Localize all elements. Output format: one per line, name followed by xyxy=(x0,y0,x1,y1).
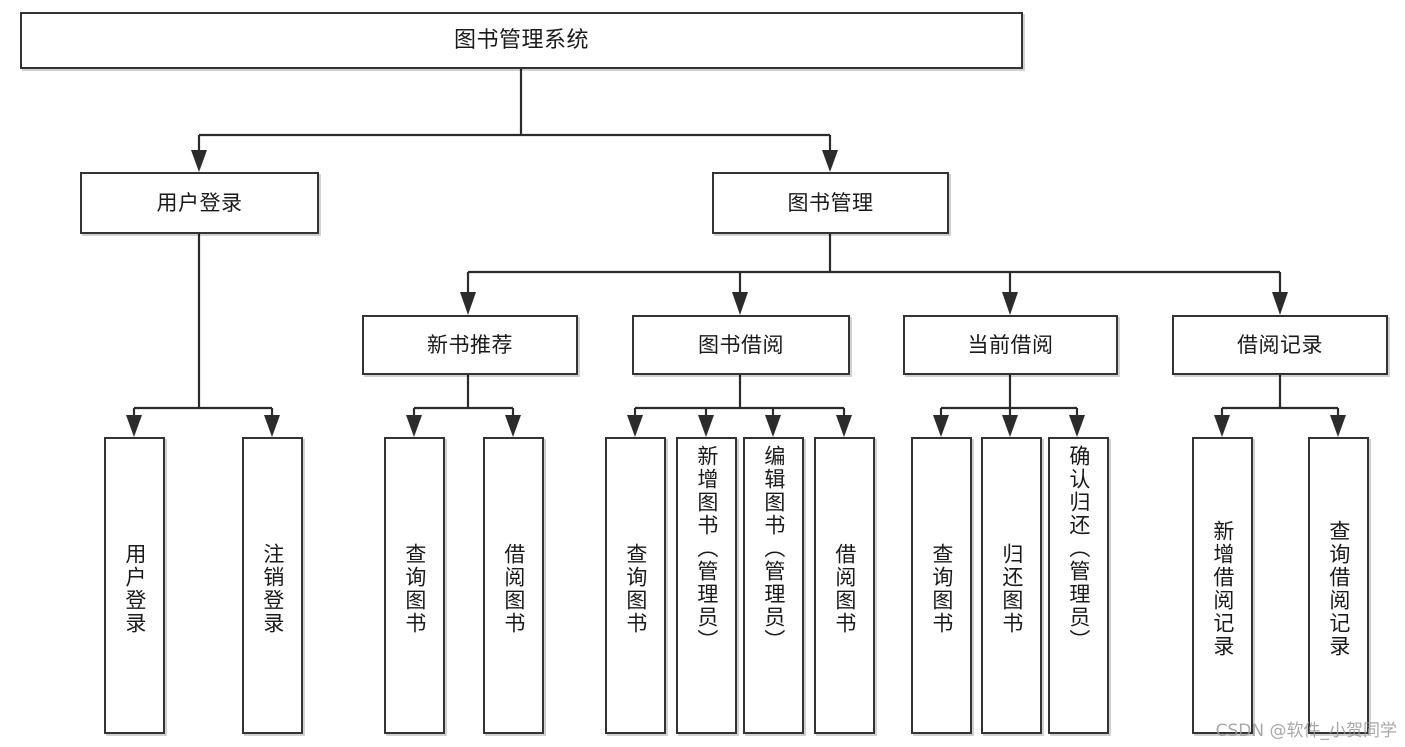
node-leaf-borrow-book-1-label: 借阅图书 xyxy=(501,542,526,635)
node-leaf-query-book-3-label: 查询图书 xyxy=(929,542,954,635)
node-leaf-confirm-return[interactable]: 确认归还（管理员） xyxy=(1048,437,1109,734)
node-user-login-label: 用户登录 xyxy=(156,190,243,215)
node-current-borrow-label: 当前借阅 xyxy=(967,332,1054,357)
node-root-label: 图书管理系统 xyxy=(453,27,589,53)
node-new-book-recommend[interactable]: 新书推荐 xyxy=(362,315,578,375)
node-borrow-record-label: 借阅记录 xyxy=(1237,332,1323,357)
watermark: CSDN @软件_小贺同学 xyxy=(1215,721,1397,741)
node-leaf-query-book-2-label: 查询图书 xyxy=(623,542,648,635)
node-leaf-query-record-label: 查询借阅记录 xyxy=(1326,519,1351,658)
node-leaf-confirm-return-label: 确认归还（管理员） xyxy=(1066,445,1091,652)
node-leaf-user-login-label: 用户登录 xyxy=(122,542,147,635)
node-leaf-borrow-book-2[interactable]: 借阅图书 xyxy=(814,437,875,734)
node-leaf-query-record[interactable]: 查询借阅记录 xyxy=(1308,437,1369,734)
node-user-login[interactable]: 用户登录 xyxy=(80,172,319,234)
node-borrow-record[interactable]: 借阅记录 xyxy=(1172,315,1388,375)
node-new-book-recommend-label: 新书推荐 xyxy=(427,332,513,357)
node-leaf-query-book-3[interactable]: 查询图书 xyxy=(911,437,972,734)
node-book-borrow[interactable]: 图书借阅 xyxy=(632,315,850,375)
node-leaf-query-book-1-label: 查询图书 xyxy=(402,542,427,635)
node-leaf-return-book[interactable]: 归还图书 xyxy=(981,437,1042,734)
node-leaf-add-record[interactable]: 新增借阅记录 xyxy=(1192,437,1253,734)
node-leaf-logout-login-label: 注销登录 xyxy=(260,542,285,635)
node-leaf-user-login[interactable]: 用户登录 xyxy=(104,437,165,734)
node-leaf-query-book-2[interactable]: 查询图书 xyxy=(605,437,666,734)
node-leaf-return-book-label: 归还图书 xyxy=(999,542,1024,635)
node-root[interactable]: 图书管理系统 xyxy=(20,12,1023,69)
node-book-borrow-label: 图书借阅 xyxy=(698,332,784,357)
node-book-management[interactable]: 图书管理 xyxy=(712,172,949,234)
node-current-borrow[interactable]: 当前借阅 xyxy=(903,315,1118,375)
node-leaf-borrow-book-2-label: 借阅图书 xyxy=(832,542,857,635)
node-leaf-logout-login[interactable]: 注销登录 xyxy=(242,437,303,734)
node-leaf-add-book[interactable]: 新增图书（管理员） xyxy=(676,437,737,734)
node-book-management-label: 图书管理 xyxy=(787,190,874,215)
node-leaf-edit-book-label: 编辑图书（管理员） xyxy=(761,445,786,652)
node-leaf-borrow-book-1[interactable]: 借阅图书 xyxy=(483,437,544,734)
node-leaf-edit-book[interactable]: 编辑图书（管理员） xyxy=(743,437,804,734)
node-leaf-add-book-label: 新增图书（管理员） xyxy=(694,445,719,652)
node-leaf-add-record-label: 新增借阅记录 xyxy=(1210,519,1235,658)
node-leaf-query-book-1[interactable]: 查询图书 xyxy=(384,437,445,734)
